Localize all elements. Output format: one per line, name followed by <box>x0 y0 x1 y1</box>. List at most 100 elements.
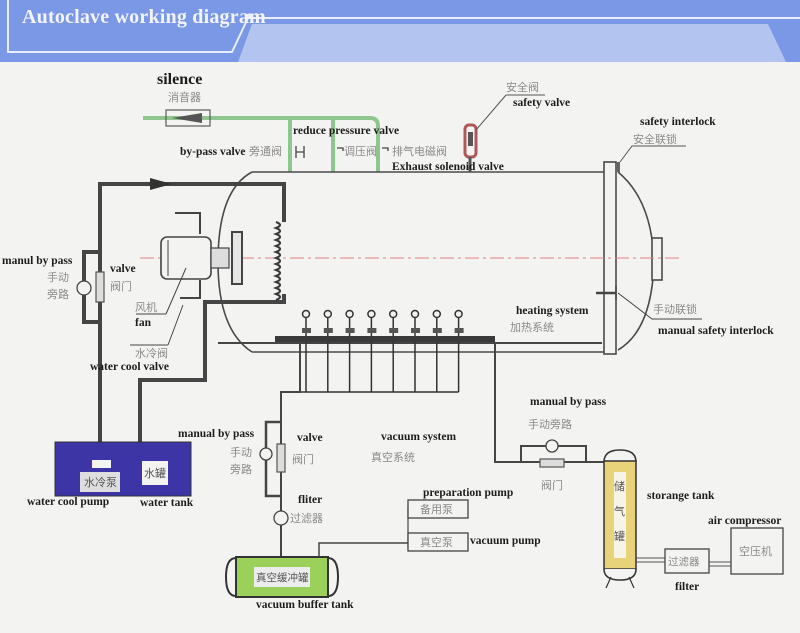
fliter-icon <box>273 510 289 526</box>
safety-interlock-label-cn: 安全联锁 <box>633 132 677 146</box>
vacuum-pump-box <box>407 532 469 552</box>
heater-element-3 <box>345 309 355 392</box>
heater-element-1 <box>301 309 311 392</box>
preparation-pump-label-cn: 备用泵 <box>420 502 453 516</box>
heater-array <box>281 309 464 393</box>
heater-element-5 <box>388 309 399 392</box>
water-cool-pump-label-bg <box>80 472 120 492</box>
water-cool-pump-icon <box>92 460 111 468</box>
manual-bypass-left-label-cn1: 手动 <box>47 270 69 284</box>
heating-bar <box>275 336 495 342</box>
storage-tank-label-en: storange tank <box>647 490 715 502</box>
silencer-label-cn: 消音器 <box>168 90 201 104</box>
preparation-pump-box <box>407 499 469 519</box>
header-banner: Autoclave working diagram <box>0 0 800 62</box>
heater-label-mark <box>345 328 355 333</box>
safety-valve-label-cn: 安全阀 <box>506 80 539 94</box>
manual-bypass-left-label-en: manul by pass <box>2 255 73 267</box>
manual-safety-interlock-icon <box>596 286 702 320</box>
valve-mid-label-en: valve <box>297 432 323 444</box>
filter-right-box <box>664 548 710 574</box>
water-cool-valve-label-en: water cool valve <box>90 361 169 373</box>
vacuum-pump-pipe <box>318 542 408 557</box>
heater-terminal-icon <box>432 309 442 319</box>
vacuum-buffer-label-cn: 真空缓冲罐 <box>256 571 309 584</box>
vacuum-system-label-cn: 真空系统 <box>371 450 415 464</box>
air-compressor-label-en: air compressor <box>708 515 781 527</box>
flow-arrow-icon <box>150 178 172 190</box>
filter-right-label-en: filter <box>675 581 699 593</box>
heater-coil-icon <box>272 220 282 302</box>
manual-bypass-mid-label-cn1: 手动 <box>230 445 252 459</box>
water-tank-label-bg <box>142 461 168 485</box>
page-title: Autoclave working diagram <box>22 6 266 28</box>
heater-element-2 <box>323 309 333 392</box>
heater-terminal-icon <box>345 309 354 319</box>
circulation-loop <box>82 182 286 450</box>
preparation-pump-label-en: preparation pump <box>423 487 513 499</box>
valve-left-icon <box>95 271 105 303</box>
heater-terminal-icon <box>388 309 398 319</box>
vacuum-pump-label-cn: 真空泵 <box>420 535 453 549</box>
manual-bypass-right-label-cn: 手动旁路 <box>528 417 572 431</box>
heater-label-mark <box>323 328 333 333</box>
reduce-pressure-valve-icon <box>337 147 344 151</box>
bypass-valve-label-en: by-pass valve <box>180 146 246 158</box>
header-decoration <box>7 0 800 62</box>
vacuum-pump-label-en: vacuum pump <box>470 535 541 547</box>
safety-valve-label-en: safety valve <box>513 97 570 109</box>
heater-label-mark <box>367 328 377 333</box>
reduce-pressure-label-en: reduce pressure valve <box>293 125 399 137</box>
heater-element-8 <box>454 309 464 392</box>
silencer <box>165 109 211 127</box>
exhaust-solenoid-label-en: Exhaust solenoid valve <box>392 161 504 173</box>
fan-label-en: fan <box>135 317 152 329</box>
air-supply-pipe <box>494 343 604 463</box>
heating-system-label-cn: 加热系统 <box>510 321 554 334</box>
heater-terminal-icon <box>410 309 420 319</box>
silencer-label-en: silence <box>157 71 202 88</box>
valve-right-icon <box>539 458 565 468</box>
fliter-label-cn: 过滤器 <box>290 512 323 525</box>
storage-tank-label-cn2: 气 <box>614 504 625 518</box>
safety-valve-icon <box>463 94 545 172</box>
silencer-arrow-icon <box>172 113 202 123</box>
exhaust-solenoid-label-cn: 排气电磁阀 <box>392 144 447 158</box>
exhaust-solenoid-valve-icon <box>382 147 389 151</box>
filter-right-label-cn: 过滤器 <box>668 555 700 568</box>
bypass-valve-label-cn: 旁通阀 <box>249 144 282 158</box>
heater-terminal-icon <box>301 309 311 319</box>
manual-bypass-left-label-cn2: 旁路 <box>47 287 69 301</box>
heater-element-6 <box>410 309 420 392</box>
safety-interlock-label-en: safety interlock <box>640 116 716 128</box>
valve-mid-label-cn: 阀门 <box>292 452 314 466</box>
heater-label-mark <box>389 328 399 333</box>
safety-interlock-leader <box>619 145 686 163</box>
manual-safety-interlock-label-en: manual safety interlock <box>658 325 774 337</box>
heater-terminal-icon <box>323 309 333 319</box>
manual-safety-interlock-label-cn: 手动联锁 <box>653 302 697 316</box>
heating-system-label-en: heating system <box>516 305 589 317</box>
vacuum-main-pipe <box>280 343 301 580</box>
vacuum-system-label-en: vacuum system <box>381 431 456 443</box>
heater-element-4 <box>367 309 377 392</box>
autoclave-diagram: silence 消音器 by-pass valve 旁通阀 reduce pre… <box>2 71 784 611</box>
water-tank-label-cn: 水罐 <box>144 467 166 480</box>
storage-tank-label-cn3: 罐 <box>614 530 625 543</box>
manual-bypass-right-label-en: manual by pass <box>530 396 607 408</box>
vacuum-buffer-tank <box>224 556 340 598</box>
manual-bypass-mid-icon <box>259 447 273 461</box>
water-cool-pump-label-en: water cool pump <box>27 496 109 508</box>
reduce-pressure-label-cn: 调压阀 <box>344 144 377 158</box>
vacuum-buffer-label-en: vacuum buffer tank <box>256 599 354 611</box>
storage-tank-label-cn1: 储 <box>614 479 625 493</box>
air-compressor-box <box>730 527 784 575</box>
heater-terminal-icon <box>454 309 463 319</box>
manual-bypass-left-icon <box>76 280 92 296</box>
heater-terminal-icon <box>367 309 376 319</box>
bypass-valve-icon <box>295 146 305 158</box>
water-tank-label-en: water tank <box>140 497 194 509</box>
manual-bypass-mid-label-cn2: 旁路 <box>230 462 252 476</box>
fliter-label-en: fliter <box>298 494 322 506</box>
heater-label-mark <box>302 328 311 333</box>
